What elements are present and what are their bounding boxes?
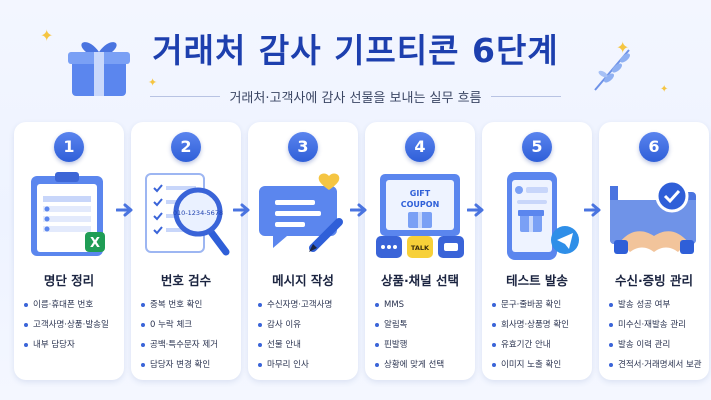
list-item: 담당자 변경 확인 bbox=[141, 359, 239, 379]
step-item-list: 발송 성공 여부 미수신·재발송 관리 발송 이력 관리 견적서·거래명세서 보… bbox=[609, 299, 707, 379]
phone-send-icon bbox=[487, 166, 587, 266]
folder-handshake-icon bbox=[604, 166, 704, 266]
step-card-4: 4 GIFT COUPON TALK 상품·채널 선택 MMS 알림톡 핀발행 … bbox=[365, 122, 475, 380]
message-pen-icon bbox=[253, 166, 353, 266]
step-item-list: MMS 알림톡 핀발행 상황에 맞게 선택 bbox=[375, 299, 473, 379]
list-item: 고객사명·상품·발송일 bbox=[24, 319, 122, 339]
step-card-2: 2 010-1234-5678 번호 검수 중복 번호 확인 0 누락 체크 공… bbox=[131, 122, 241, 380]
arrow-right-icon bbox=[467, 203, 484, 217]
step-number-badge: 6 bbox=[639, 132, 669, 162]
step-title: 메시지 작성 bbox=[272, 273, 334, 288]
list-item: 핀발행 bbox=[375, 339, 473, 359]
arrow-right-icon bbox=[584, 203, 601, 217]
sparkle-icon: ✦ bbox=[660, 84, 669, 95]
step-card-3: 3 메시지 작성 수신자명·고객사명 감사 이유 선물 안내 마무리 인사 bbox=[248, 122, 358, 380]
step-item-list: 문구·줄바꿈 확인 회사명·상품명 확인 유효기간 안내 이미지 노출 확인 bbox=[492, 299, 590, 379]
step-item-list: 이름·휴대폰 번호 고객사명·상품·발송일 내부 담당자 bbox=[24, 299, 122, 359]
list-item: 이름·휴대폰 번호 bbox=[24, 299, 122, 319]
arrow-right-icon bbox=[116, 203, 133, 217]
step-card-6: 6 수신·증빙 관리 발송 성공 여부 미수신·재발송 관리 발송 이력 관리 … bbox=[599, 122, 709, 380]
step-card-1: 1 X 명단 정리 이름·휴대폰 번호 고객사명·상품·발송일 내부 담당자 bbox=[14, 122, 124, 380]
page-title: 거래처 감사 기프티콘 6단계 bbox=[152, 31, 559, 70]
list-item: 알림톡 bbox=[375, 319, 473, 339]
step-number-badge: 3 bbox=[288, 132, 318, 162]
step-title: 수신·증빙 관리 bbox=[614, 273, 694, 288]
list-item: 선물 안내 bbox=[258, 339, 356, 359]
gift-box-icon bbox=[58, 30, 140, 100]
step-title: 명단 정리 bbox=[43, 273, 95, 288]
step-title: 테스트 발송 bbox=[506, 273, 568, 288]
step-number-badge: 5 bbox=[522, 132, 552, 162]
list-item: 상황에 맞게 선택 bbox=[375, 359, 473, 379]
svg-text:X: X bbox=[90, 236, 100, 251]
clipboard-spreadsheet-icon: X bbox=[19, 166, 119, 266]
leaf-branch-icon bbox=[587, 44, 637, 94]
arrow-right-icon bbox=[350, 203, 367, 217]
list-item: 미수신·재발송 관리 bbox=[609, 319, 707, 339]
list-item: MMS bbox=[375, 299, 473, 319]
list-item: 0 누락 체크 bbox=[141, 319, 239, 339]
svg-text:GIFT: GIFT bbox=[410, 189, 431, 198]
step-item-list: 수신자명·고객사명 감사 이유 선물 안내 마무리 인사 bbox=[258, 299, 356, 379]
list-item: 중복 번호 확인 bbox=[141, 299, 239, 319]
list-item: 수신자명·고객사명 bbox=[258, 299, 356, 319]
step-title: 번호 검수 bbox=[160, 273, 212, 288]
list-item: 문구·줄바꿈 확인 bbox=[492, 299, 590, 319]
list-item: 내부 담당자 bbox=[24, 339, 122, 359]
list-item: 발송 성공 여부 bbox=[609, 299, 707, 319]
list-item: 회사명·상품명 확인 bbox=[492, 319, 590, 339]
step-item-list: 중복 번호 확인 0 누락 체크 공백·특수문자 제거 담당자 변경 확인 bbox=[141, 299, 239, 379]
sparkle-icon: ✦ bbox=[148, 76, 158, 89]
step-number-badge: 2 bbox=[171, 132, 201, 162]
magnifier-phone-text: 010-1234-5678 bbox=[173, 209, 223, 217]
list-item: 공백·특수문자 제거 bbox=[141, 339, 239, 359]
list-item: 감사 이유 bbox=[258, 319, 356, 339]
divider bbox=[491, 96, 561, 97]
divider bbox=[150, 96, 220, 97]
step-number-badge: 1 bbox=[54, 132, 84, 162]
svg-text:COUPON: COUPON bbox=[401, 200, 440, 209]
magnifier-checklist-icon: 010-1234-5678 bbox=[136, 166, 236, 266]
list-item: 마무리 인사 bbox=[258, 359, 356, 379]
step-card-5: 5 테스트 발송 문구·줄바꿈 확인 회사명·상품명 확인 유효기간 안내 이미… bbox=[482, 122, 592, 380]
svg-text:TALK: TALK bbox=[411, 244, 430, 252]
list-item: 이미지 노출 확인 bbox=[492, 359, 590, 379]
list-item: 견적서·거래명세서 보관 bbox=[609, 359, 707, 379]
list-item: 유효기간 안내 bbox=[492, 339, 590, 359]
step-title: 상품·채널 선택 bbox=[380, 273, 460, 288]
sparkle-icon: ✦ bbox=[40, 26, 54, 45]
gift-coupon-icon: GIFT COUPON TALK bbox=[370, 166, 470, 266]
list-item: 발송 이력 관리 bbox=[609, 339, 707, 359]
page-subtitle: 거래처·고객사에 감사 선물을 보내는 실무 흐름 bbox=[229, 91, 482, 106]
arrow-right-icon bbox=[233, 203, 250, 217]
step-number-badge: 4 bbox=[405, 132, 435, 162]
